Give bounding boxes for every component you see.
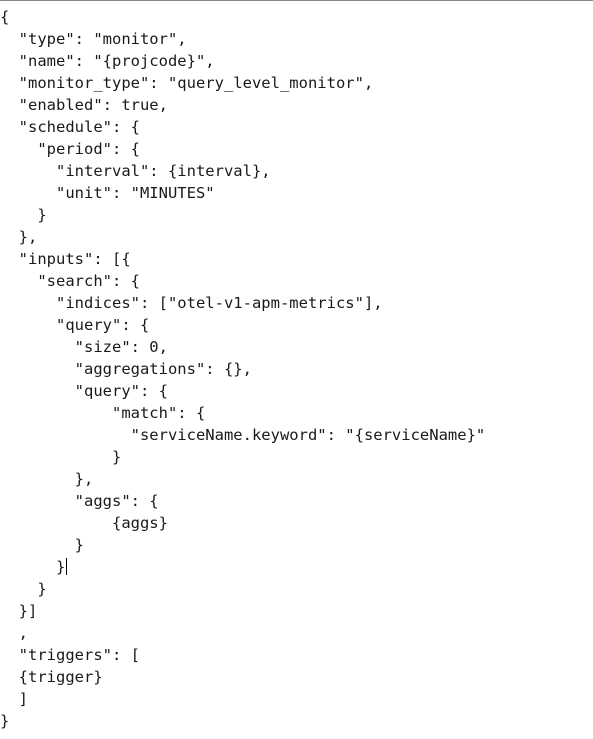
code-line-text: "match": { bbox=[0, 404, 206, 422]
code-line: ] bbox=[0, 688, 593, 710]
code-line-text: } bbox=[0, 536, 84, 554]
code-line-text: "search": { bbox=[0, 272, 140, 290]
code-line: "query": { bbox=[0, 314, 593, 336]
code-line-text: "monitor_type": "query_level_monitor", bbox=[0, 74, 374, 92]
code-line-text: }] bbox=[0, 602, 38, 620]
code-line-text: , bbox=[0, 624, 28, 642]
code-line-text: "indices": ["otel-v1-apm-metrics"], bbox=[0, 294, 383, 312]
code-line-text: "aggregations": {}, bbox=[0, 360, 252, 378]
code-line: } bbox=[0, 578, 593, 600]
code-line-text: } bbox=[0, 712, 10, 730]
code-line: { bbox=[0, 6, 593, 28]
code-line-text: }, bbox=[0, 470, 94, 488]
code-line: "period": { bbox=[0, 138, 593, 160]
code-line: }, bbox=[0, 468, 593, 490]
code-line-text: "type": "monitor", bbox=[0, 30, 187, 48]
code-line-text: "size": 0, bbox=[0, 338, 168, 356]
code-line: "size": 0, bbox=[0, 336, 593, 358]
code-line: {trigger} bbox=[0, 666, 593, 688]
code-line: "serviceName.keyword": "{serviceName}" bbox=[0, 424, 593, 446]
code-line: }] bbox=[0, 600, 593, 622]
code-line-text: } bbox=[0, 448, 122, 466]
code-line-text: "triggers": [ bbox=[0, 646, 140, 664]
code-line: "unit": "MINUTES" bbox=[0, 182, 593, 204]
code-line: "aggs": { bbox=[0, 490, 593, 512]
code-line-text: "inputs": [{ bbox=[0, 250, 131, 268]
code-line-text: "serviceName.keyword": "{serviceName}" bbox=[0, 426, 486, 444]
code-line: "monitor_type": "query_level_monitor", bbox=[0, 72, 593, 94]
code-line: , bbox=[0, 622, 593, 644]
code-line-text: } bbox=[0, 580, 47, 598]
code-line-text: {aggs} bbox=[0, 514, 168, 532]
code-line: "query": { bbox=[0, 380, 593, 402]
code-text-area[interactable]: { "type": "monitor", "name": "{projcode}… bbox=[0, 6, 593, 732]
text-cursor bbox=[66, 558, 68, 575]
code-line-text: {trigger} bbox=[0, 668, 103, 686]
code-line-text: "interval": {interval}, bbox=[0, 162, 271, 180]
code-line-text: "name": "{projcode}", bbox=[0, 52, 215, 70]
code-line: "interval": {interval}, bbox=[0, 160, 593, 182]
code-line-text: "enabled": true, bbox=[0, 96, 168, 114]
code-line: "match": { bbox=[0, 402, 593, 424]
code-line: } bbox=[0, 710, 593, 732]
code-line: } bbox=[0, 204, 593, 226]
code-line: "name": "{projcode}", bbox=[0, 50, 593, 72]
code-line-text: "query": { bbox=[0, 382, 168, 400]
code-line-text: } bbox=[0, 206, 47, 224]
code-line: "indices": ["otel-v1-apm-metrics"], bbox=[0, 292, 593, 314]
code-line: "inputs": [{ bbox=[0, 248, 593, 270]
code-line: {aggs} bbox=[0, 512, 593, 534]
code-line: }, bbox=[0, 226, 593, 248]
code-line: "schedule": { bbox=[0, 116, 593, 138]
code-line: "aggregations": {}, bbox=[0, 358, 593, 380]
code-line: "enabled": true, bbox=[0, 94, 593, 116]
code-line: } bbox=[0, 446, 593, 468]
code-line-text: { bbox=[0, 8, 10, 26]
code-line: "search": { bbox=[0, 270, 593, 292]
code-line: "triggers": [ bbox=[0, 644, 593, 666]
code-line-text: "query": { bbox=[0, 316, 150, 334]
code-line-text: "period": { bbox=[0, 140, 140, 158]
code-line-text: "unit": "MINUTES" bbox=[0, 184, 215, 202]
code-line: } bbox=[0, 556, 593, 578]
code-line-text: }, bbox=[0, 228, 38, 246]
code-line-text: "aggs": { bbox=[0, 492, 159, 510]
code-line-text: "schedule": { bbox=[0, 118, 140, 136]
code-line-text: } bbox=[0, 558, 66, 576]
code-line-text: ] bbox=[0, 690, 28, 708]
code-line: } bbox=[0, 534, 593, 556]
code-line: "type": "monitor", bbox=[0, 28, 593, 50]
